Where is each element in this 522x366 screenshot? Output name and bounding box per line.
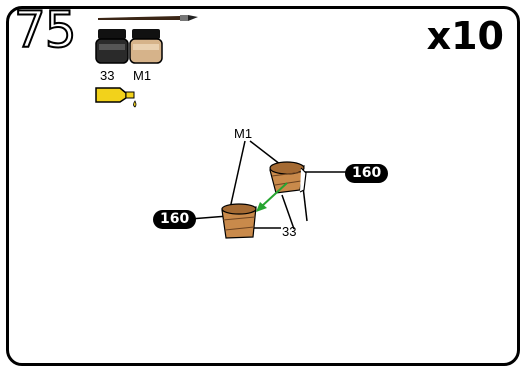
callout-m1: M1	[234, 126, 253, 141]
bucket-part-right	[269, 161, 307, 194]
paintbrush-icon	[98, 15, 198, 21]
paint-pot-icon	[129, 29, 163, 64]
part-number-badge: 160	[153, 210, 197, 229]
leader-lines	[189, 140, 350, 230]
instruction-frame	[6, 6, 520, 366]
instruction-art	[95, 15, 350, 239]
quantity-label: x10	[426, 14, 504, 58]
paint-pot-icon	[95, 29, 129, 64]
bucket-part-left	[221, 203, 257, 239]
paint-code-33: 33	[100, 68, 115, 83]
callout-33: 33	[282, 224, 297, 239]
assembly-arrow-icon	[256, 182, 288, 212]
paint-code-m1: M1	[133, 68, 152, 83]
part-number-badge: 160	[345, 164, 389, 183]
glue-tube-icon	[95, 87, 137, 108]
step-number: 75	[13, 1, 78, 59]
